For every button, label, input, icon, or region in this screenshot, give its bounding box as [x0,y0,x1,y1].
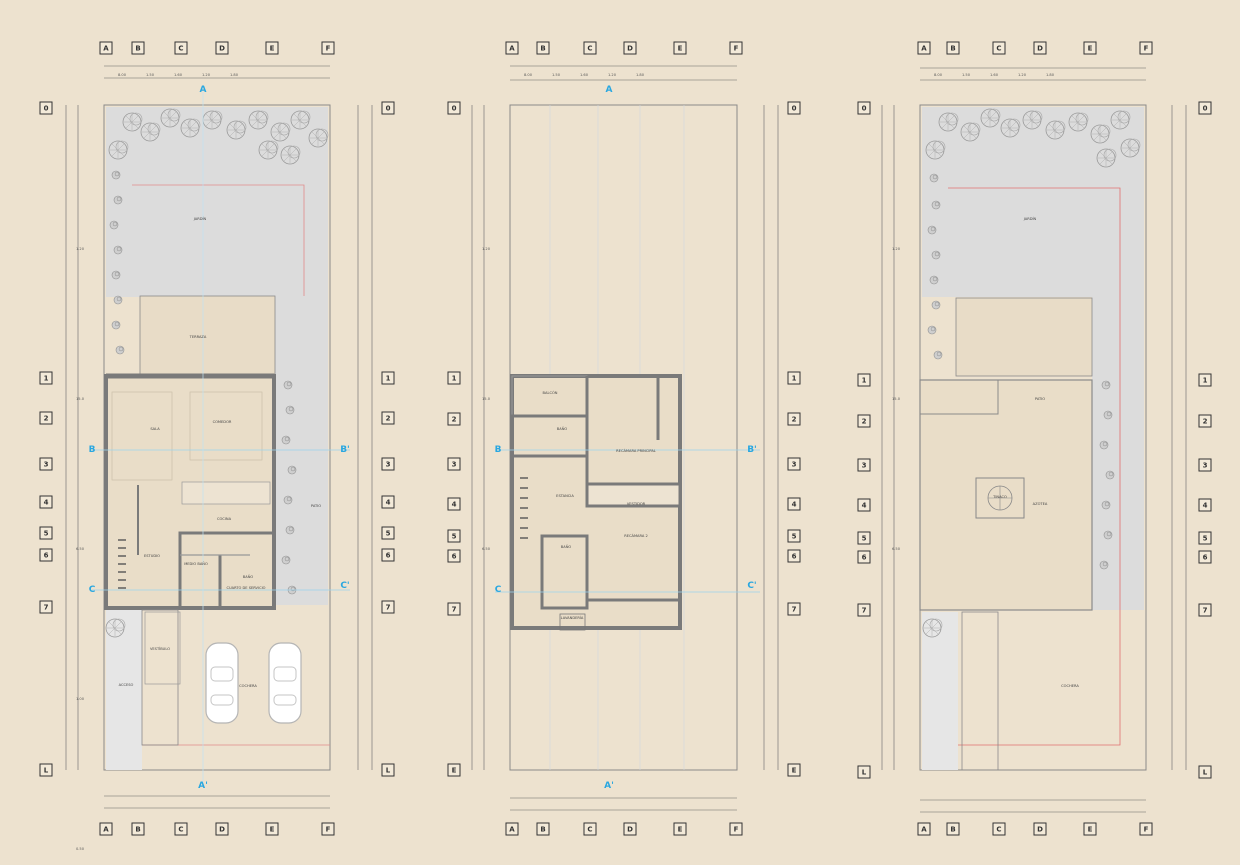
plan-roof [919,104,1147,771]
plan-upper-floor [495,104,760,771]
plan-ground-floor [92,92,350,785]
